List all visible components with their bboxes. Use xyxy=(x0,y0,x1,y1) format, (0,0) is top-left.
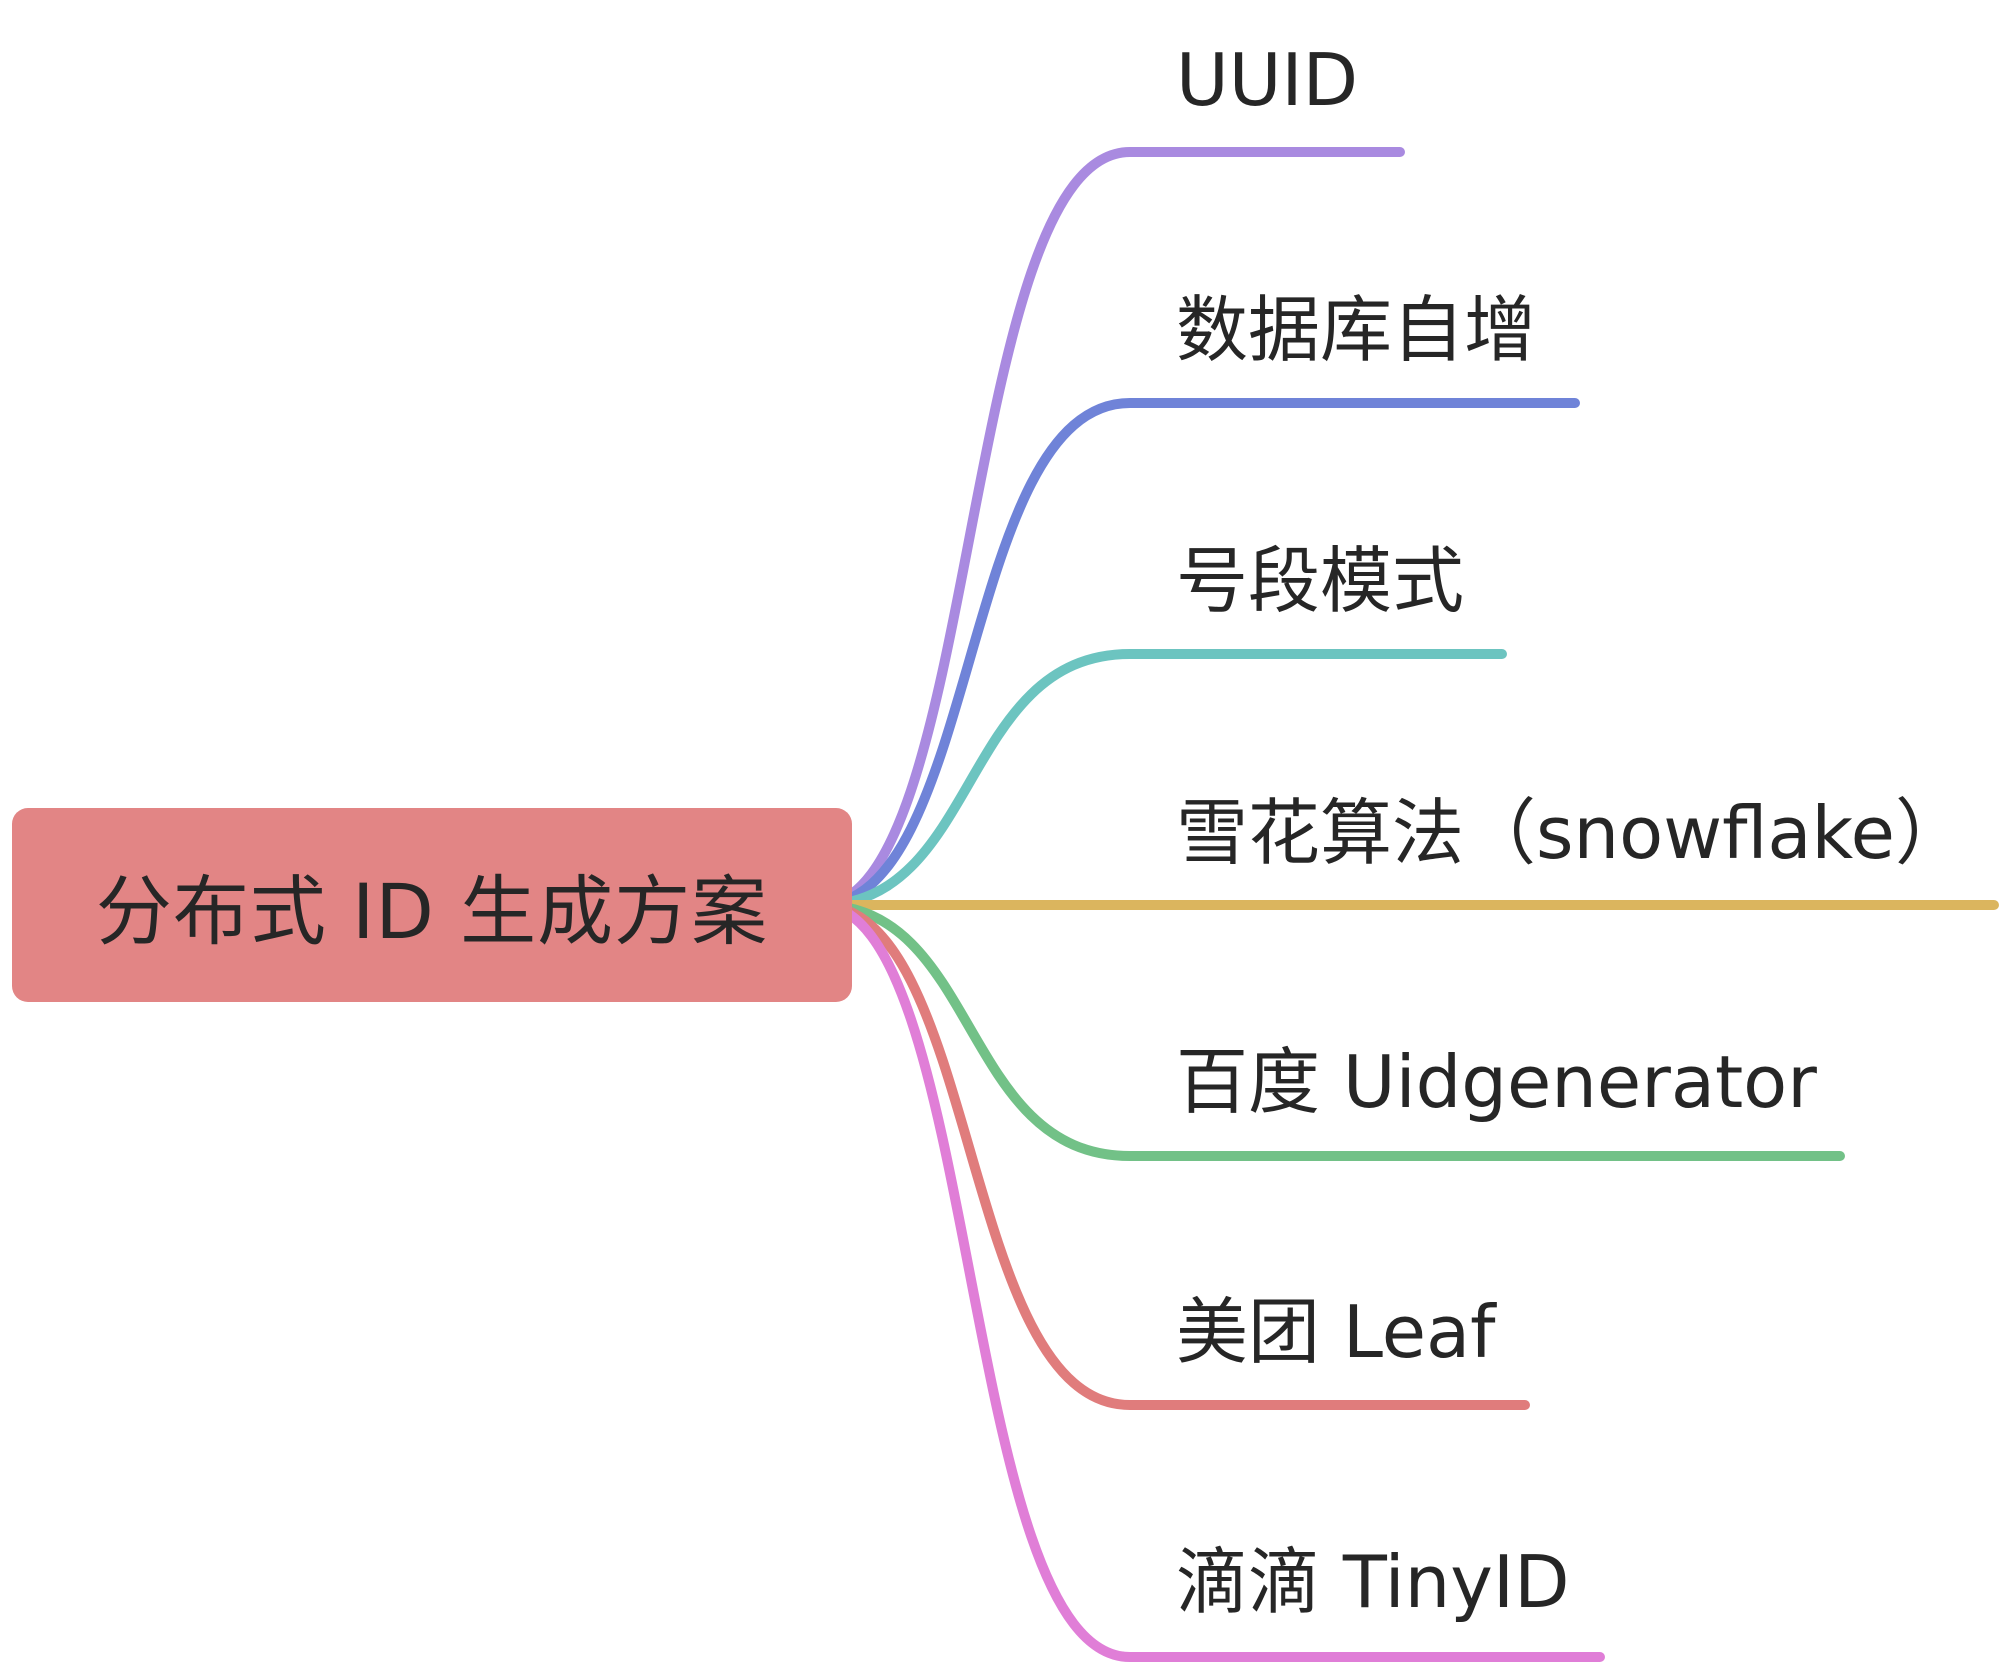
connector-segment-mode xyxy=(815,649,1507,910)
branch-label-uuid[interactable]: UUID xyxy=(1176,38,1359,122)
branch-label-baidu-uidgenerator[interactable]: 百度 Uidgenerator xyxy=(1176,1040,1817,1124)
branch-label-meituan-leaf[interactable]: 美团 Leaf xyxy=(1176,1290,1496,1374)
branch-label-snowflake[interactable]: 雪花算法（snowflake） xyxy=(1176,791,1967,875)
branch-label-db-autoincrement[interactable]: 数据库自增 xyxy=(1176,288,1537,372)
connector-uuid xyxy=(815,147,1405,910)
connector-meituan-leaf xyxy=(815,900,1530,1410)
connector-db-autoincrement xyxy=(815,398,1580,910)
root-node[interactable]: 分布式 ID 生成方案 xyxy=(12,808,852,1002)
root-label: 分布式 ID 生成方案 xyxy=(95,867,769,956)
branch-label-segment-mode[interactable]: 号段模式 xyxy=(1176,539,1465,623)
branch-connectors xyxy=(815,147,1999,1662)
connector-didi-tinyid xyxy=(815,900,1605,1662)
connector-baidu-uidgenerator xyxy=(815,900,1845,1161)
branch-label-didi-tinyid[interactable]: 滴滴 TinyID xyxy=(1176,1540,1570,1624)
